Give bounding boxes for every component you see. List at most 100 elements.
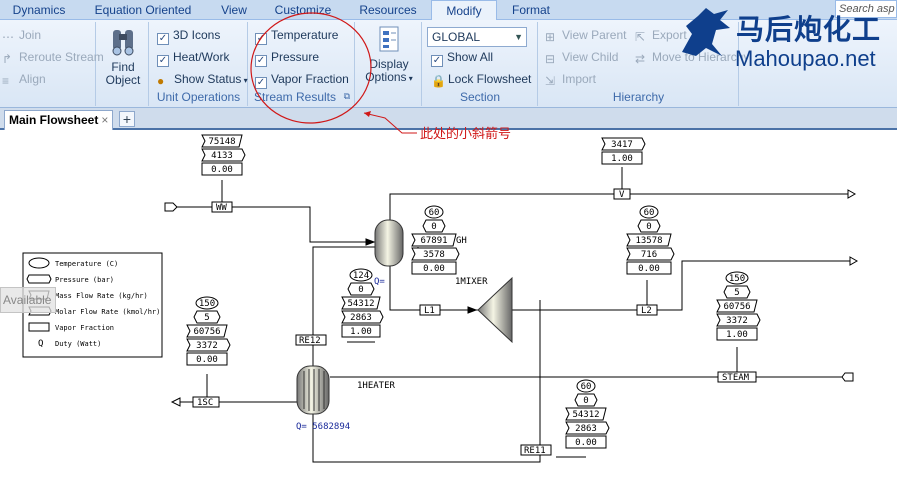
- group-find: Find Object: [97, 22, 149, 106]
- legend-entry: Duty (Watt): [55, 340, 101, 348]
- stream-l2-line[interactable]: [512, 260, 850, 311]
- stream-label-box[interactable]: [613, 188, 631, 200]
- tag-cell: [565, 435, 607, 449]
- move-hierarchy-button[interactable]: ⇄Move to Hierarchy: [635, 50, 750, 66]
- join-button[interactable]: ⋯Join: [2, 28, 42, 44]
- heat-work-checkbox[interactable]: ✓Heat/Work: [157, 50, 230, 67]
- add-tab-button[interactable]: +: [119, 111, 135, 127]
- tab-dynamics[interactable]: Dynamics: [12, 3, 66, 17]
- parent-icon: ⊞: [545, 30, 556, 44]
- tab-view[interactable]: View: [221, 3, 247, 17]
- stream-re11-line[interactable]: [312, 300, 541, 463]
- tag-value: 60756: [723, 302, 750, 312]
- check-icon: ✓: [255, 33, 267, 45]
- stream-label-box[interactable]: [520, 444, 552, 456]
- join-icon: ⋯: [2, 30, 14, 44]
- close-icon[interactable]: ×: [101, 113, 109, 127]
- arrow-icon: [365, 238, 376, 246]
- section-select[interactable]: GLOBAL▼: [427, 27, 527, 47]
- tag-suffix: GH: [456, 236, 467, 246]
- tag-value: 150: [199, 299, 215, 309]
- stream-label-box[interactable]: [295, 334, 327, 346]
- stream-label-box[interactable]: [211, 201, 233, 213]
- tag-cell: [601, 151, 643, 165]
- temperature-checkbox[interactable]: ✓Temperature: [255, 28, 339, 45]
- tab-format[interactable]: Format: [511, 3, 550, 17]
- group-display: Display Options ▾: [356, 22, 422, 106]
- stream-re12-line[interactable]: [312, 246, 375, 374]
- check-icon: ✓: [157, 55, 169, 67]
- pressure-checkbox[interactable]: ✓Pressure: [255, 50, 320, 67]
- lock-flowsheet-button[interactable]: 🔒Lock Flowsheet: [431, 72, 532, 88]
- tag-cell: [637, 219, 661, 233]
- import-button[interactable]: ⇲Import: [545, 72, 597, 88]
- show-status-button[interactable]: ●Show Status ▾: [157, 72, 248, 88]
- heater-block[interactable]: [296, 365, 330, 415]
- search-input[interactable]: Search asp: [835, 0, 897, 18]
- align-button[interactable]: ≡Align: [2, 72, 46, 88]
- reroute-stream-button[interactable]: ↱Reroute Stream: [2, 50, 104, 66]
- display-options-button[interactable]: Display Options ▾: [362, 25, 416, 85]
- flash-drum-block[interactable]: [374, 219, 404, 267]
- stream-label-box[interactable]: [636, 304, 658, 316]
- import-icon: ⇲: [545, 74, 556, 88]
- stream-l1-line[interactable]: [389, 262, 478, 311]
- stream-label-box[interactable]: [419, 304, 441, 316]
- vapor-fraction-checkbox[interactable]: ✓Vapor Fraction: [255, 72, 349, 89]
- view-parent-button[interactable]: ⊞View Parent: [545, 28, 627, 44]
- stream-label-l1: L1: [424, 306, 435, 316]
- tab-customize[interactable]: Customize: [274, 3, 332, 17]
- group-section: GLOBAL▼ ✓Show All 🔒Lock Flowsheet Sectio…: [423, 22, 538, 106]
- stream-label-box[interactable]: [717, 371, 757, 383]
- tab-equation-oriented[interactable]: Equation Oriented: [94, 3, 192, 17]
- heater-tubes: [303, 369, 325, 411]
- show-all-checkbox[interactable]: ✓Show All: [431, 50, 494, 67]
- tag-value: 0.00: [638, 264, 660, 274]
- tag-value: 3372: [196, 341, 218, 351]
- tag-cell: [201, 148, 246, 162]
- flowsheet-canvas[interactable]: Q= 1MIXER 1HEATER Q= 5682894 WW V L1 L2 …: [0, 132, 897, 490]
- 3d-icons-checkbox[interactable]: ✓3D Icons: [157, 28, 221, 45]
- tag-value: 0.00: [211, 165, 233, 175]
- find-object-button[interactable]: Find Object: [99, 24, 147, 87]
- stream-v-line[interactable]: [389, 193, 848, 222]
- stream-label-box[interactable]: [192, 396, 220, 408]
- legend-entry: Mass Flow Rate (kg/hr): [55, 292, 148, 300]
- tag-value: 716: [641, 250, 657, 260]
- dialog-launcher-icon[interactable]: ⧉: [343, 91, 350, 101]
- tag-value: 0.00: [423, 264, 445, 274]
- feed-arrow-icon: [841, 372, 854, 382]
- tag-cell: [201, 134, 243, 148]
- view-child-button[interactable]: ⊟View Child: [545, 50, 619, 66]
- tag-value: 75148: [208, 137, 235, 147]
- tag-value: 0: [646, 222, 651, 232]
- tag-cell: [201, 162, 243, 176]
- tag-value: 1.00: [611, 154, 633, 164]
- tab-resources[interactable]: Resources: [359, 3, 417, 17]
- tab-modify[interactable]: Modify: [431, 0, 497, 21]
- product-arrow-icon: [847, 189, 857, 199]
- legend-symbol-temperature: [28, 257, 50, 269]
- tag-value: 2863: [575, 424, 597, 434]
- stream-label-ww: WW: [216, 203, 227, 213]
- chevron-down-icon: ▾: [406, 74, 413, 83]
- stream-lines: [175, 167, 850, 463]
- stream-ww-line[interactable]: [175, 206, 375, 243]
- product-arrow-icon: [849, 256, 859, 266]
- mixer-block[interactable]: [477, 276, 513, 344]
- legend-symbol-pressure: [26, 274, 52, 284]
- check-icon: ✓: [157, 33, 169, 45]
- binoculars-icon: [112, 30, 134, 56]
- tab-main-flowsheet[interactable]: Main Flowsheet×: [4, 110, 114, 130]
- export-button[interactable]: ⇱Export: [635, 28, 687, 44]
- heater-duty-label: Q= 5682894: [296, 422, 350, 432]
- legend-entry: Molar Flow Rate (kmol/hr): [55, 308, 160, 316]
